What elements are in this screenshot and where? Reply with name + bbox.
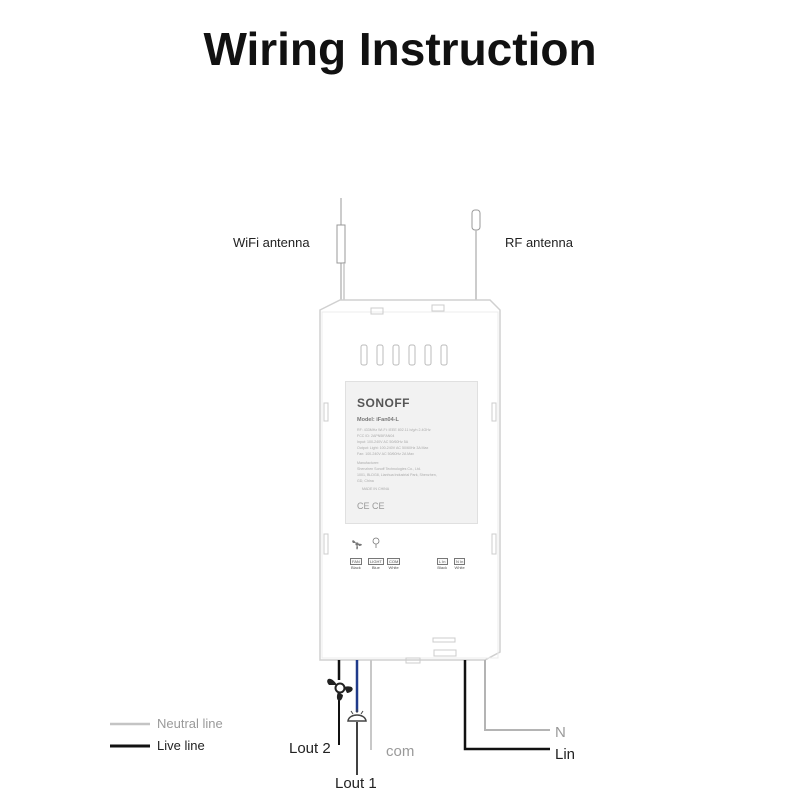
terminal-l-in: L In Black (437, 558, 448, 570)
fan-icon (327, 678, 353, 701)
spec-line: 1001, BLDG8, Lianhua Industrial Park, Sh… (357, 473, 437, 477)
brand-logo: SONOFF (357, 396, 410, 410)
spec-line: GD, China (357, 479, 374, 483)
lout2-label: Lout 2 (289, 740, 331, 757)
spec-line: Output: Light: 100-240V AC 50/60Hz 3A Ma… (357, 446, 429, 450)
wifi-antenna (336, 198, 346, 300)
com-label: com (386, 743, 415, 760)
device-label (345, 381, 478, 524)
wifi-antenna-label: WiFi antenna (233, 235, 310, 250)
terminal-fan: FAN Black (350, 558, 362, 570)
rf-antenna-label: RF antenna (505, 235, 573, 250)
terminal-com: COM White (387, 558, 401, 570)
spec-line: Shenzhen Sonoff Technologies Co., Ltd. (357, 467, 422, 471)
vent-slots (360, 344, 448, 366)
neutral-in-wire (484, 660, 550, 731)
bulb-terminal-icon (372, 537, 380, 548)
legend-lines (110, 722, 150, 748)
legend-neutral-label: Neutral line (157, 716, 223, 731)
made-in-label: MADE IN CHINA (362, 487, 390, 491)
fan-terminal-icon (352, 540, 362, 550)
spec-line: RF: 433MHz Wi-Fi: IEEE 802.11 b/g/n 2.4G… (357, 428, 431, 432)
page-title: Wiring Instruction (203, 23, 597, 75)
ce-mark: CE (372, 501, 385, 511)
spec-line: Fan: 100-240V AC 50/60Hz 2A Max (357, 452, 414, 456)
lout1-label: Lout 1 (335, 775, 377, 792)
rf-antenna (471, 209, 481, 300)
live-in-wire (463, 660, 550, 751)
light-icon (347, 709, 367, 722)
legend-live-label: Live line (157, 738, 205, 753)
neutral-in-label: N (555, 724, 566, 741)
spec-line: FCC ID: 2APN5IFAN04 (357, 434, 395, 438)
model-number: Model: iFan04-L (357, 417, 399, 423)
wires (337, 660, 550, 775)
live-in-label: Lin (555, 746, 576, 763)
terminal-n-in: N In White (454, 558, 466, 570)
spec-line: Manufacturer: (357, 461, 380, 465)
ce-mark: CE (357, 501, 370, 511)
terminal-light: LIGHT Blue (368, 558, 384, 570)
spec-line: Input: 100-240V AC 50/60Hz 5A (357, 440, 409, 444)
